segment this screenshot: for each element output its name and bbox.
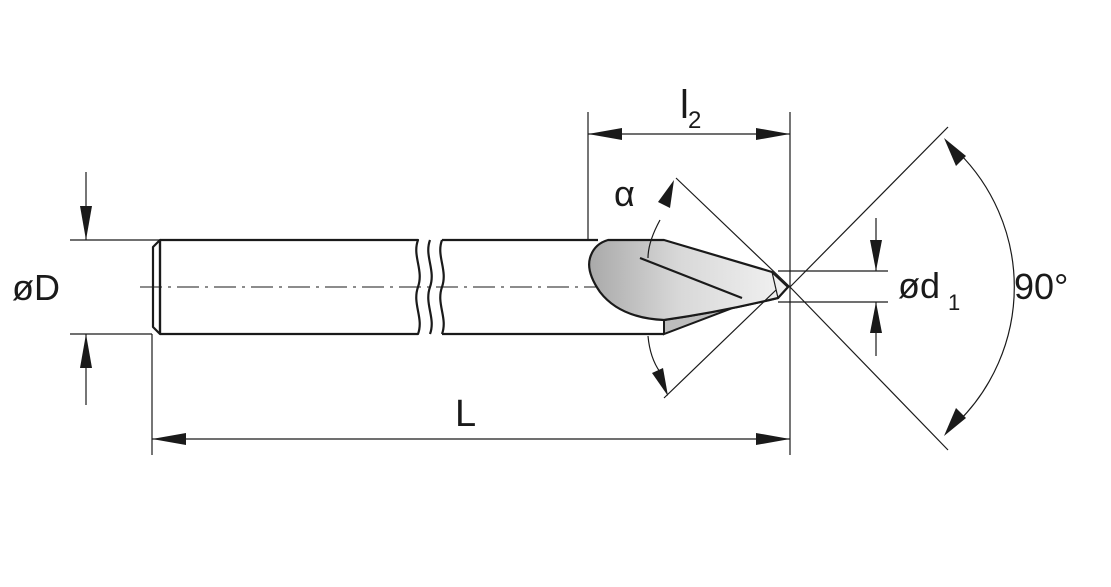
label-alpha: α bbox=[614, 173, 635, 214]
shank-right bbox=[439, 238, 664, 336]
dimension-D bbox=[80, 172, 92, 405]
dimension-l2 bbox=[588, 128, 790, 140]
label-l2: l bbox=[680, 83, 689, 127]
label-tip-diameter-subscript: 1 bbox=[948, 290, 960, 315]
label-90-degrees: 90° bbox=[1014, 266, 1068, 307]
drill-tip bbox=[588, 238, 790, 336]
dimension-d1 bbox=[870, 218, 882, 356]
angle-alpha bbox=[647, 177, 791, 399]
label-shank-diameter: øD bbox=[12, 267, 60, 308]
angle-90 bbox=[789, 126, 1015, 451]
dimension-L bbox=[152, 433, 790, 445]
label-tip-diameter: ød bbox=[898, 265, 940, 306]
label-length: L bbox=[455, 393, 476, 435]
shank-left bbox=[151, 238, 433, 336]
label-l2-subscript: 2 bbox=[688, 107, 701, 134]
